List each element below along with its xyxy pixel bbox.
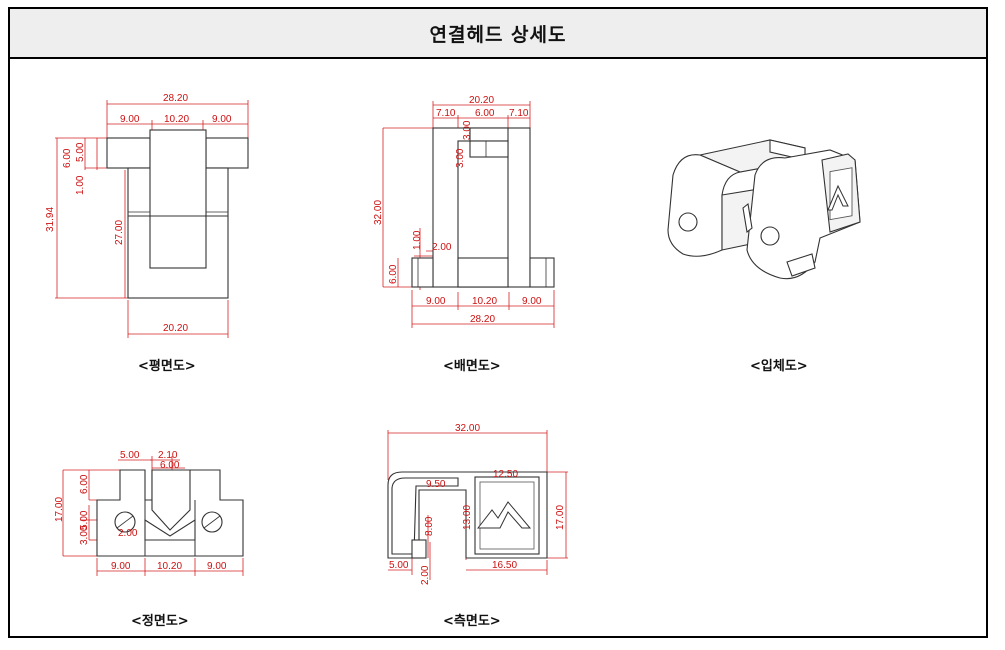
side-dim-17: 17.00 <box>555 505 566 530</box>
title-bar: 연결헤드 상세도 <box>10 9 986 59</box>
side-dim-8: 8.00 <box>424 516 435 536</box>
side-dim-125: 12.50 <box>493 469 518 480</box>
plan-dim-mid: 10.20 <box>164 114 189 125</box>
back-dim-71a: 7.10 <box>436 108 456 119</box>
plan-dim-27: 27.00 <box>114 220 125 245</box>
back-dim-71b: 7.10 <box>509 108 529 119</box>
back-dim-1: 1.00 <box>412 230 423 250</box>
side-dim-95: 9.50 <box>426 479 446 490</box>
back-dim-3a: 3.00 <box>462 120 473 140</box>
back-dim-top: 20.20 <box>469 95 494 106</box>
front-dim-5v: 5.00 <box>79 510 90 530</box>
back-dim-32: 32.00 <box>373 200 384 225</box>
plan-dim-1: 1.00 <box>75 175 86 195</box>
front-dim-17: 17.00 <box>54 497 65 522</box>
back-dim-6: 6.00 <box>475 108 495 119</box>
front-dim-2: 2.00 <box>118 528 138 539</box>
front-caption: <정면도> <box>131 613 189 629</box>
back-caption: <배면도> <box>443 358 501 374</box>
plan-dim-5: 5.00 <box>75 142 86 162</box>
plan-dim-right: 9.00 <box>212 114 232 125</box>
drawing-frame: 연결헤드 상세도 <box>8 7 988 638</box>
front-dim-3v: 3.00 <box>79 525 90 545</box>
side-dim-2: 2.00 <box>420 565 431 585</box>
plan-caption: <평면도> <box>138 358 196 374</box>
back-dim-3b: 3.00 <box>455 148 466 168</box>
front-dim-21: 2.10 <box>158 450 178 461</box>
plan-dim-overall: 28.20 <box>163 93 188 104</box>
side-dim-32: 32.00 <box>455 423 480 434</box>
back-dim-9a: 9.00 <box>426 296 446 307</box>
front-view: 5.00 2.10 6.00 17.00 6.00 5.00 3.00 2.00… <box>54 450 244 629</box>
back-dim-2: 2.00 <box>432 242 452 253</box>
back-view: 20.20 7.10 6.00 7.10 3.00 3.00 32.00 1.0… <box>373 95 555 374</box>
iso-caption: <입체도> <box>750 359 808 374</box>
front-dim-9b: 9.00 <box>207 561 227 572</box>
plan-dim-6: 6.00 <box>62 148 73 168</box>
iso-view: <입체도> <box>667 139 861 374</box>
back-dim-9b: 9.00 <box>522 296 542 307</box>
plan-dim-bottom: 20.20 <box>163 323 188 334</box>
front-dim-5: 5.00 <box>120 450 140 461</box>
side-caption: <측면도> <box>443 613 501 629</box>
back-dim-6v: 6.00 <box>388 264 399 284</box>
side-dim-165: 16.50 <box>492 560 517 571</box>
plan-dim-3194: 31.94 <box>45 207 56 232</box>
front-dim-102: 10.20 <box>157 561 182 572</box>
front-dim-9a: 9.00 <box>111 561 131 572</box>
side-dim-5: 5.00 <box>389 560 409 571</box>
front-dim-6v: 6.00 <box>79 474 90 494</box>
page-title: 연결헤드 상세도 <box>429 23 567 46</box>
back-dim-102: 10.20 <box>472 296 497 307</box>
plan-dim-left: 9.00 <box>120 114 140 125</box>
side-view: 32.00 9.50 12.50 8.00 13.00 17.00 5.00 2… <box>387 423 568 629</box>
front-dim-6t: 6.00 <box>160 460 180 471</box>
side-dim-13: 13.00 <box>462 505 473 530</box>
plan-view: 28.20 9.00 10.20 9.00 6.00 5.00 1.00 31.… <box>45 93 249 374</box>
back-dim-282: 28.20 <box>470 314 495 325</box>
